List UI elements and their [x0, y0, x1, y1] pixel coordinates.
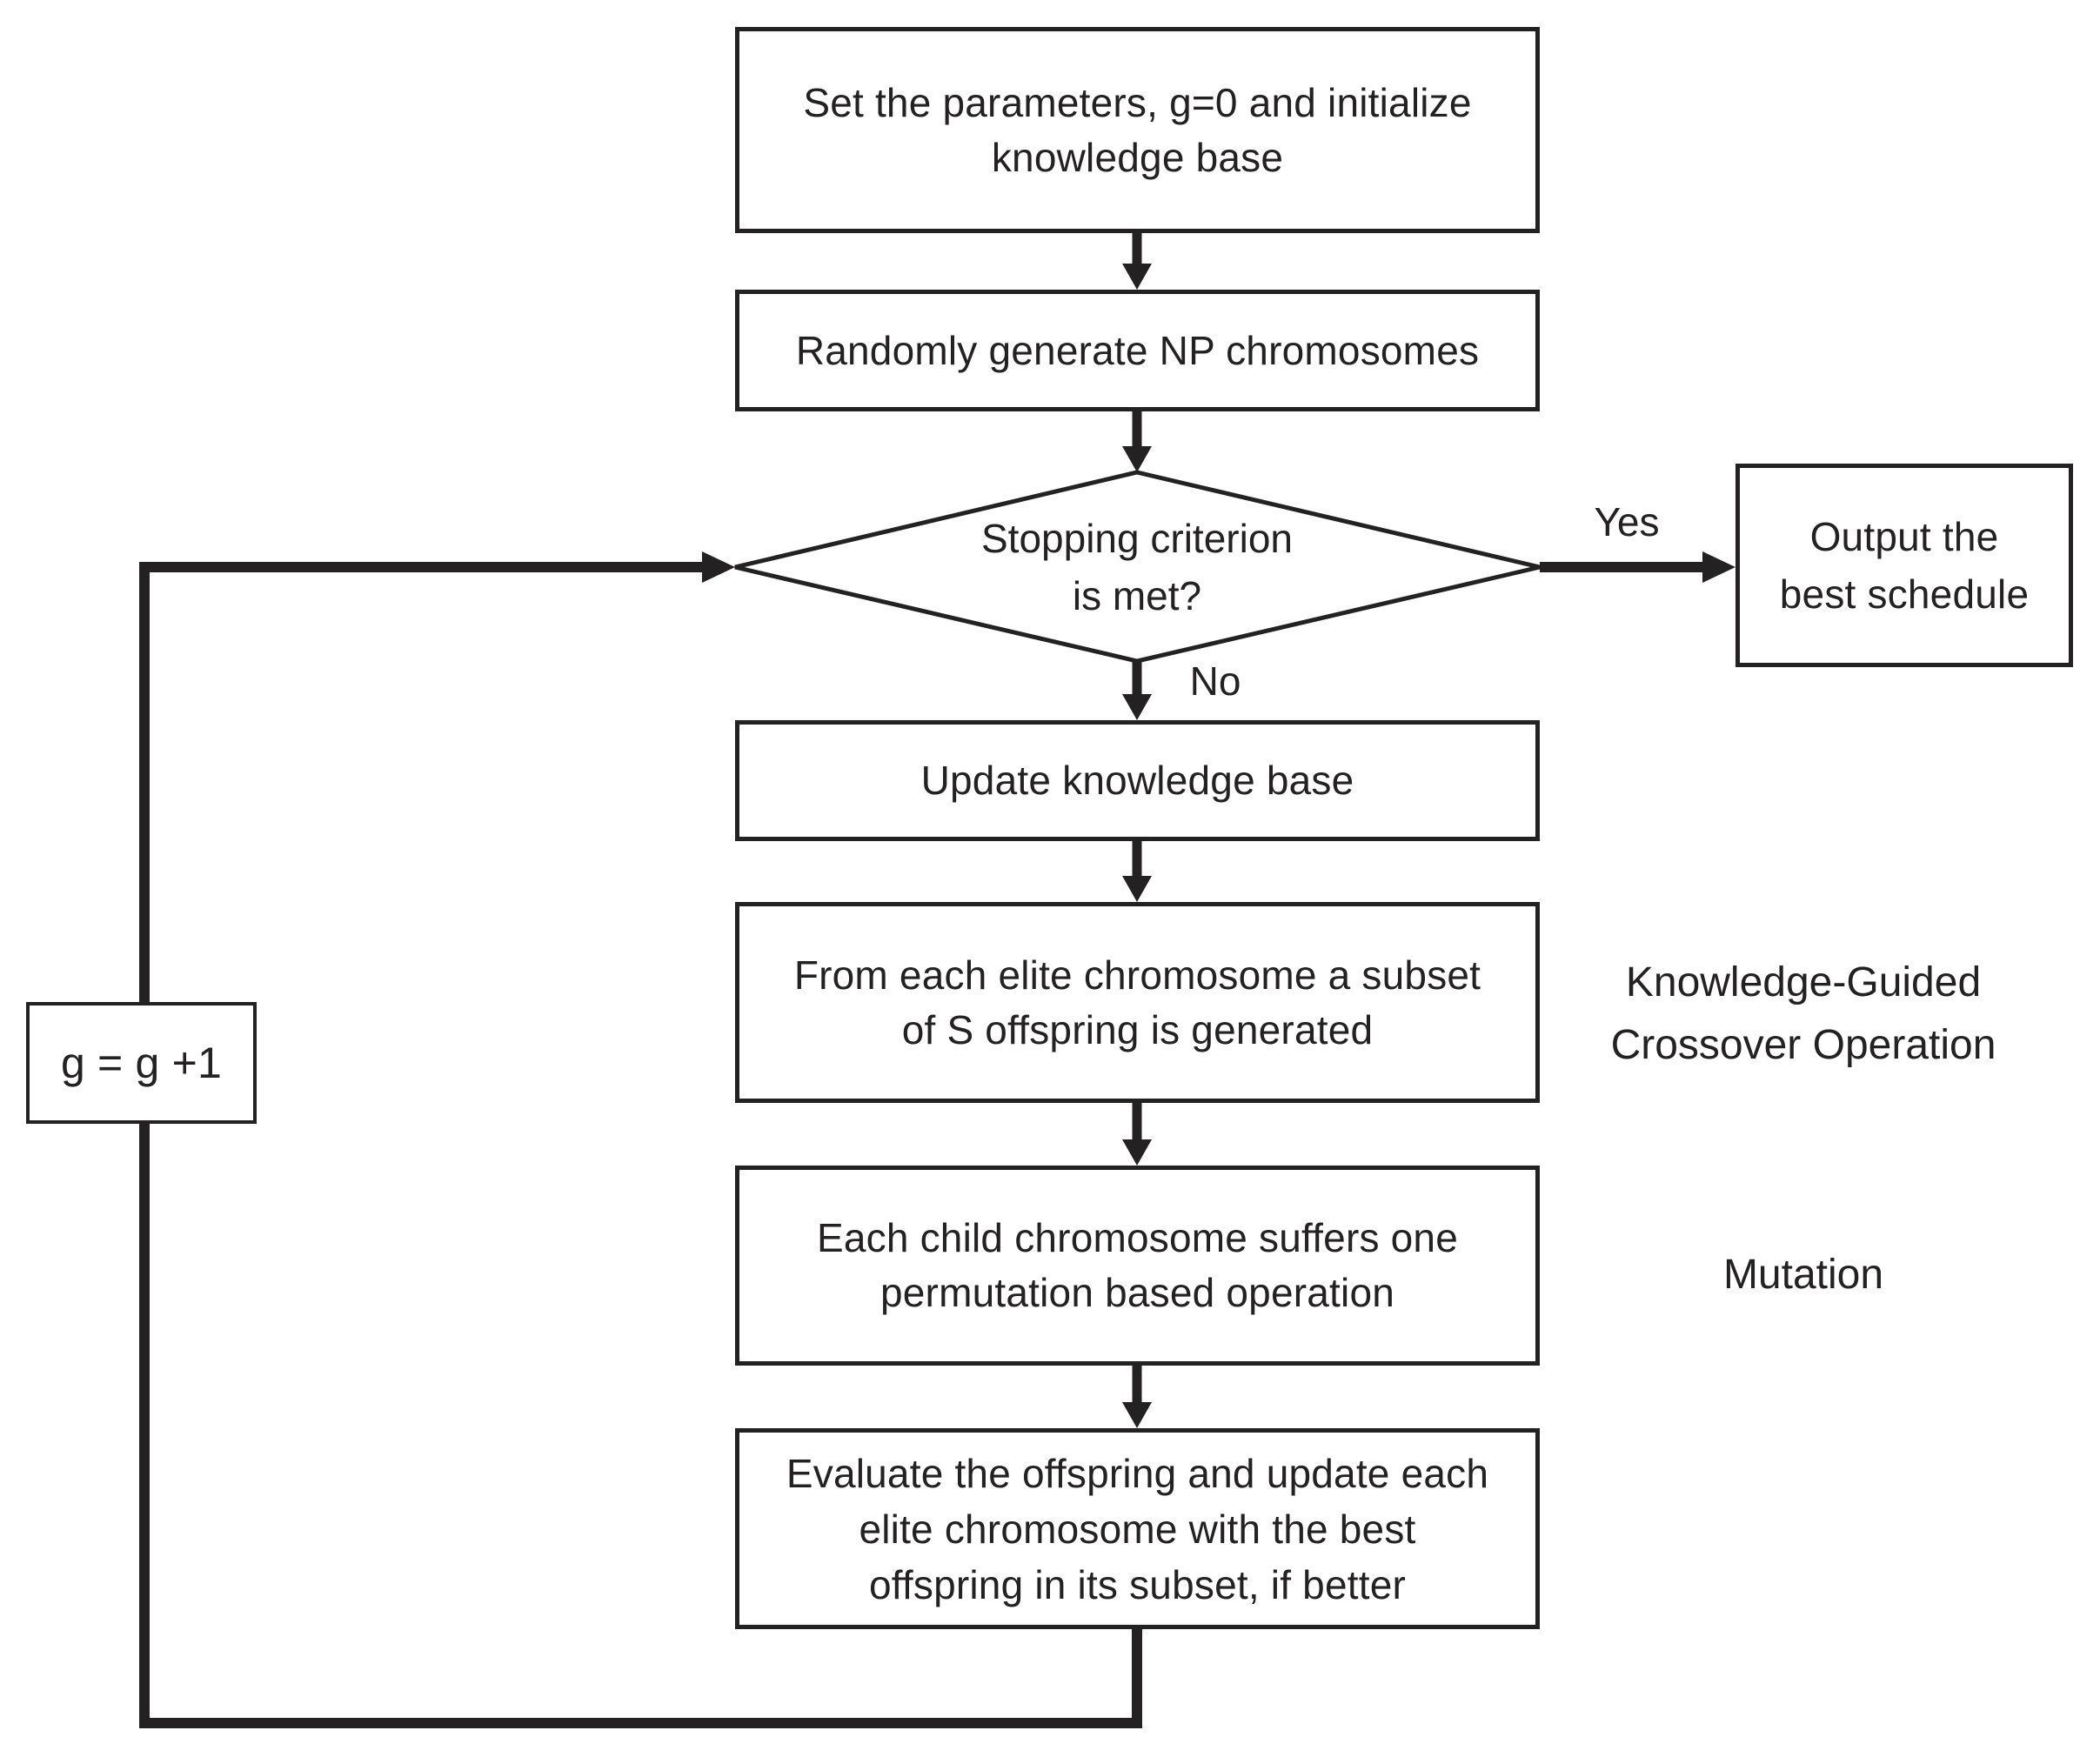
node-text-line: permutation based operation	[879, 1270, 1395, 1315]
arrowhead-decision-to-update-icon	[1122, 694, 1152, 720]
arrowhead-random-to-decision-icon	[1122, 446, 1152, 472]
node-output-best-schedule: Output the best schedule	[1736, 464, 2073, 667]
annotation-text-line: Knowledge-Guided	[1625, 959, 1982, 1005]
edge-label-no: No	[1163, 656, 1267, 706]
node-text-line: From each elite chromosome a subset	[793, 952, 1481, 998]
node-text-line: offspring in its subset, if better	[868, 1561, 1407, 1607]
arrowhead-crossover-to-mutation-icon	[1122, 1139, 1152, 1166]
node-generate-chromosomes: Randomly generate NP chromosomes	[735, 290, 1540, 411]
loop-connector	[139, 562, 1142, 1728]
node-text-line: elite chromosome with the best	[859, 1506, 1416, 1552]
node-crossover: From each elite chromosome a subset of S…	[735, 902, 1540, 1103]
arrowhead-mutation-to-evaluate-icon	[1122, 1402, 1152, 1428]
node-stopping-criterion-text: Stopping criterion is met?	[876, 487, 1398, 647]
annotation-text-line: Crossover Operation	[1610, 1022, 1996, 1068]
node-text-line: Stopping criterion	[981, 516, 1293, 561]
node-evaluate-offspring: Evaluate the offspring and update each e…	[735, 1428, 1540, 1629]
yes-arrowhead-icon	[1702, 551, 1736, 583]
edge-label-text: Yes	[1594, 499, 1660, 544]
node-text-line: Output the	[1809, 514, 1999, 559]
annotation-mutation: Mutation	[1601, 1244, 2006, 1306]
annotation-knowledge-guided-crossover: Knowledge-Guided Crossover Operation	[1601, 952, 2006, 1077]
node-update-knowledge-base: Update knowledge base	[735, 720, 1540, 841]
arrowhead-update-to-crossover-icon	[1122, 876, 1152, 902]
node-text-line: g = g +1	[60, 1038, 223, 1087]
node-text-line: knowledge base	[991, 134, 1284, 180]
edge-label-text: No	[1189, 658, 1241, 704]
node-set-parameters: Set the parameters, g=0 and initialize k…	[735, 27, 1540, 233]
node-text-line: Update knowledge base	[920, 758, 1354, 803]
node-text-line: best schedule	[1779, 571, 2030, 617]
arrowhead-init-to-random-icon	[1122, 264, 1152, 290]
node-text-line: Set the parameters, g=0 and initialize	[803, 79, 1472, 125]
node-mutation: Each child chromosome suffers one permut…	[735, 1166, 1540, 1366]
loop-arrowhead-icon	[702, 551, 735, 583]
node-text-line: Evaluate the offspring and update each	[786, 1450, 1489, 1496]
node-text-line: is met?	[1072, 573, 1202, 618]
node-text-line: Each child chromosome suffers one	[816, 1215, 1458, 1260]
node-increment-generation: g = g +1	[26, 1002, 257, 1124]
annotation-text-line: Mutation	[1722, 1252, 1884, 1298]
node-text-line: of S offspring is generated	[901, 1006, 1374, 1052]
node-text-line: Randomly generate NP chromosomes	[795, 327, 1480, 373]
edge-label-yes: Yes	[1540, 496, 1714, 548]
